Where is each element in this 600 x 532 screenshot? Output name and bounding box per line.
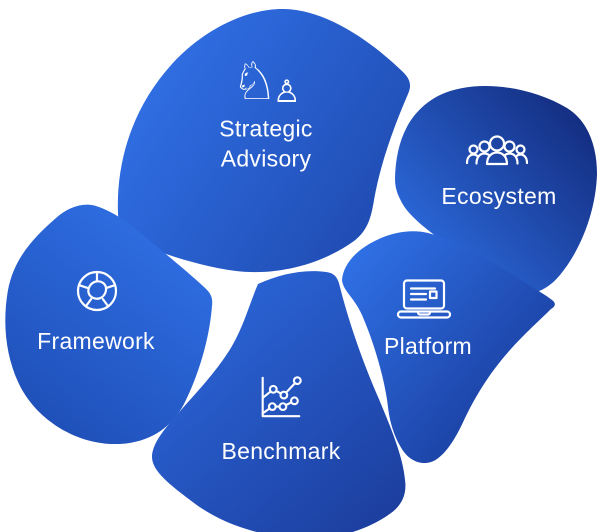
blob-platform: [342, 231, 555, 464]
blob-framework: [5, 204, 213, 445]
blob-strategic-advisory: [117, 8, 411, 273]
